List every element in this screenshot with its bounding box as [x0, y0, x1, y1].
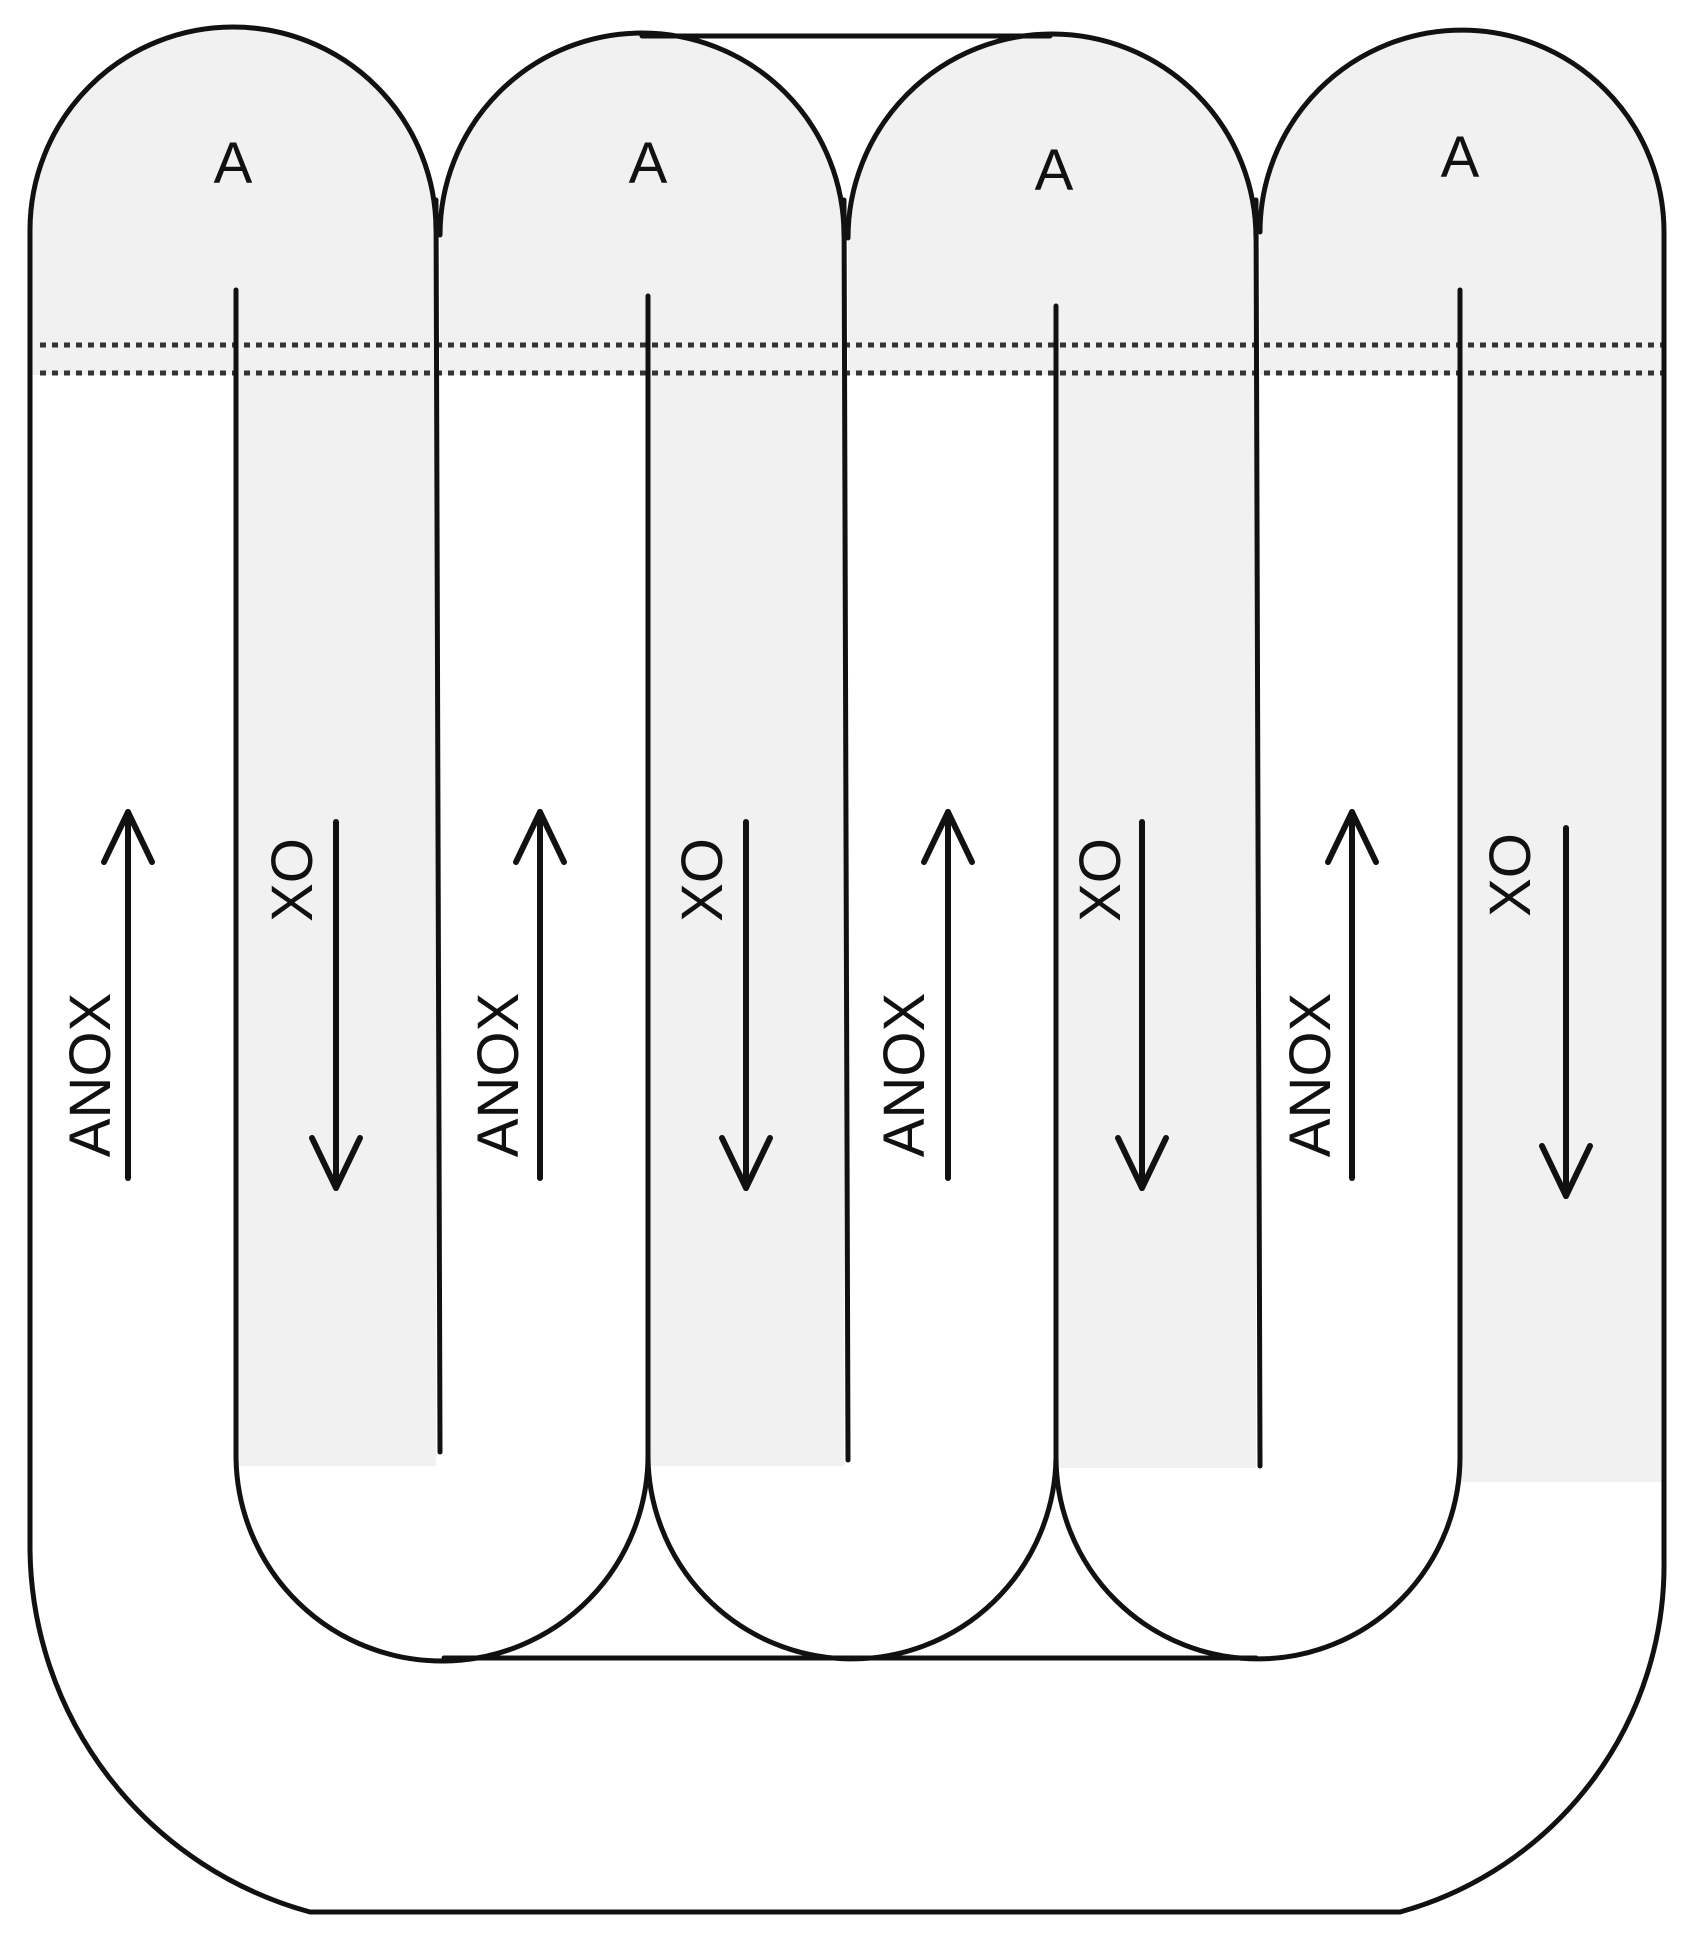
up-arrow-3 — [921, 809, 975, 1181]
bottom-loop-2 — [645, 1449, 1059, 1662]
down-arrow-2 — [719, 819, 773, 1191]
xo-shade-4 — [1460, 360, 1664, 1482]
xo-label-1: XO — [260, 838, 325, 922]
down-arrow-3 — [1115, 819, 1169, 1191]
aerated-label-3: A — [1035, 138, 1074, 203]
bottom-loop-3 — [1053, 1453, 1463, 1662]
down-arrow-1 — [309, 819, 363, 1191]
cap-arc-3 — [845, 31, 1259, 241]
aerated-label-4: A — [1441, 125, 1480, 190]
wall-3 — [1253, 197, 1263, 1469]
wall-2 — [841, 197, 851, 1463]
cap-arc-4 — [1257, 27, 1667, 235]
anox-label-1: ANOX — [58, 993, 123, 1157]
flow-arrows — [101, 809, 1593, 1199]
outer-loop — [27, 227, 1667, 1915]
up-arrow-2 — [513, 809, 567, 1181]
anox-label-3: ANOX — [872, 993, 937, 1157]
cap-shade-1 — [30, 27, 436, 375]
xo-label-4: XO — [1478, 833, 1543, 917]
cap-shade-3 — [848, 34, 1256, 375]
down-arrow-4 — [1539, 825, 1593, 1199]
channel-walls — [27, 24, 1667, 1915]
cap-arc-1 — [27, 24, 439, 233]
anox-label-4: ANOX — [1278, 993, 1343, 1157]
xo-label-2: XO — [670, 838, 735, 922]
xo-label-3: XO — [1068, 838, 1133, 922]
anox-label-2: ANOX — [466, 993, 531, 1157]
xo-shade-3 — [1056, 360, 1256, 1468]
cap-shade-4 — [1260, 30, 1664, 376]
cap-shade-2 — [440, 33, 844, 375]
up-arrow-4 — [1325, 809, 1379, 1181]
aerated-label-1: A — [214, 131, 253, 196]
cap-arc-2 — [437, 30, 847, 238]
labels: A A A A XO XO XO XO ANOX ANOX ANOX ANOX — [58, 125, 1543, 1157]
up-arrow-1 — [101, 809, 155, 1181]
wall-1 — [433, 197, 443, 1455]
bottom-loop-1 — [233, 1449, 651, 1664]
aerated-label-2: A — [629, 131, 668, 196]
